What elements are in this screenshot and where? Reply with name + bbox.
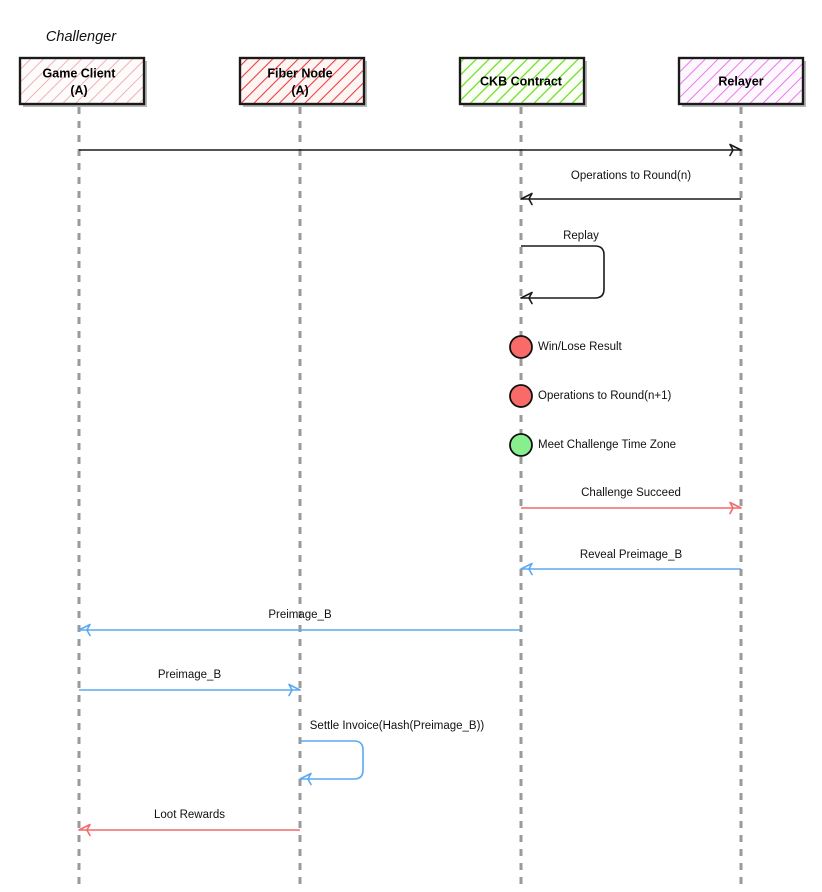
marker-label-k2: Operations to Round(n+1) — [538, 390, 671, 402]
marker-label-k3: Meet Challenge Time Zone — [538, 439, 676, 451]
message-m7[interactable]: Loot Rewards — [78, 809, 300, 837]
self-message-path-s2 — [300, 740, 364, 780]
group-label-container: Challenger — [46, 29, 117, 45]
arrowhead-m1 — [729, 143, 742, 157]
message-m5[interactable]: Preimage_B — [78, 609, 521, 637]
participant-fiber-node[interactable]: Fiber Node (A) — [238, 56, 367, 107]
marker-label-k1: Win/Lose Result — [538, 341, 623, 353]
messages-group: Operations to Round(n)Challenge SucceedR… — [78, 143, 742, 837]
message-m3[interactable]: Challenge Succeed — [521, 487, 742, 515]
arrowhead-m5 — [78, 623, 91, 637]
light-red-hatch-pattern-game-client — [18, 56, 146, 106]
message-label-m3: Challenge Succeed — [581, 487, 681, 499]
participant-name-relayer: Relayer — [718, 74, 763, 88]
message-label-m4: Reveal Preimage_B — [580, 549, 683, 561]
arrowhead-m7 — [78, 823, 91, 837]
arrowhead-s1 — [520, 291, 533, 305]
marker-circle-icon-k2 — [509, 384, 533, 408]
arrowhead-s2 — [299, 772, 312, 786]
self-message-path-s1 — [521, 245, 605, 299]
participant-boxes-group: Game Client (A) Fiber Node (A) CKB Contract R… — [18, 56, 806, 107]
participant-sub-fiber-node: (A) — [291, 83, 308, 97]
self-message-label-s1: Replay — [563, 230, 599, 242]
lifelines-group — [77, 107, 743, 884]
participant-name-fiber-node: Fiber Node — [267, 66, 332, 80]
red-hatch-pattern-fiber-node — [238, 56, 366, 106]
participant-ckb-contract[interactable]: CKB Contract — [458, 56, 587, 107]
message-label-m2: Operations to Round(n) — [571, 170, 691, 182]
message-label-m7: Loot Rewards — [154, 809, 225, 821]
message-m1[interactable] — [79, 143, 742, 157]
participant-sub-game-client: (A) — [70, 83, 87, 97]
arrowhead-m3 — [729, 501, 742, 515]
green-hatch-pattern-ckb-contract — [458, 56, 586, 106]
message-m2[interactable]: Operations to Round(n) — [520, 170, 741, 206]
message-m6[interactable]: Preimage_B — [79, 669, 301, 697]
marker-circle-icon-k3 — [509, 433, 533, 457]
arrowhead-m2 — [520, 192, 533, 206]
self-message-s1[interactable]: Replay — [520, 230, 605, 305]
state-marker-k3[interactable]: Meet Challenge Time Zone — [509, 433, 676, 457]
message-m4[interactable]: Reveal Preimage_B — [520, 549, 741, 576]
participant-name-game-client: Game Client — [43, 66, 117, 80]
self-message-s2[interactable]: Settle Invoice(Hash(Preimage_B)) — [299, 720, 485, 786]
message-label-m5: Preimage_B — [268, 609, 332, 621]
state-marker-k2[interactable]: Operations to Round(n+1) — [509, 384, 671, 408]
magenta-hatch-pattern-relayer — [677, 56, 805, 106]
arrowhead-m6 — [288, 683, 301, 697]
self-message-label-s2: Settle Invoice(Hash(Preimage_B)) — [310, 720, 485, 732]
participant-relayer[interactable]: Relayer — [677, 56, 806, 107]
state-marker-k1[interactable]: Win/Lose Result — [509, 335, 623, 359]
participant-name-ckb-contract: CKB Contract — [480, 74, 563, 88]
message-label-m6: Preimage_B — [158, 669, 222, 681]
participant-game-client[interactable]: Game Client (A) — [18, 56, 147, 107]
marker-circle-icon-k1 — [509, 335, 533, 359]
group-label-challenger: Challenger — [46, 29, 117, 45]
arrowhead-m4 — [520, 562, 533, 576]
